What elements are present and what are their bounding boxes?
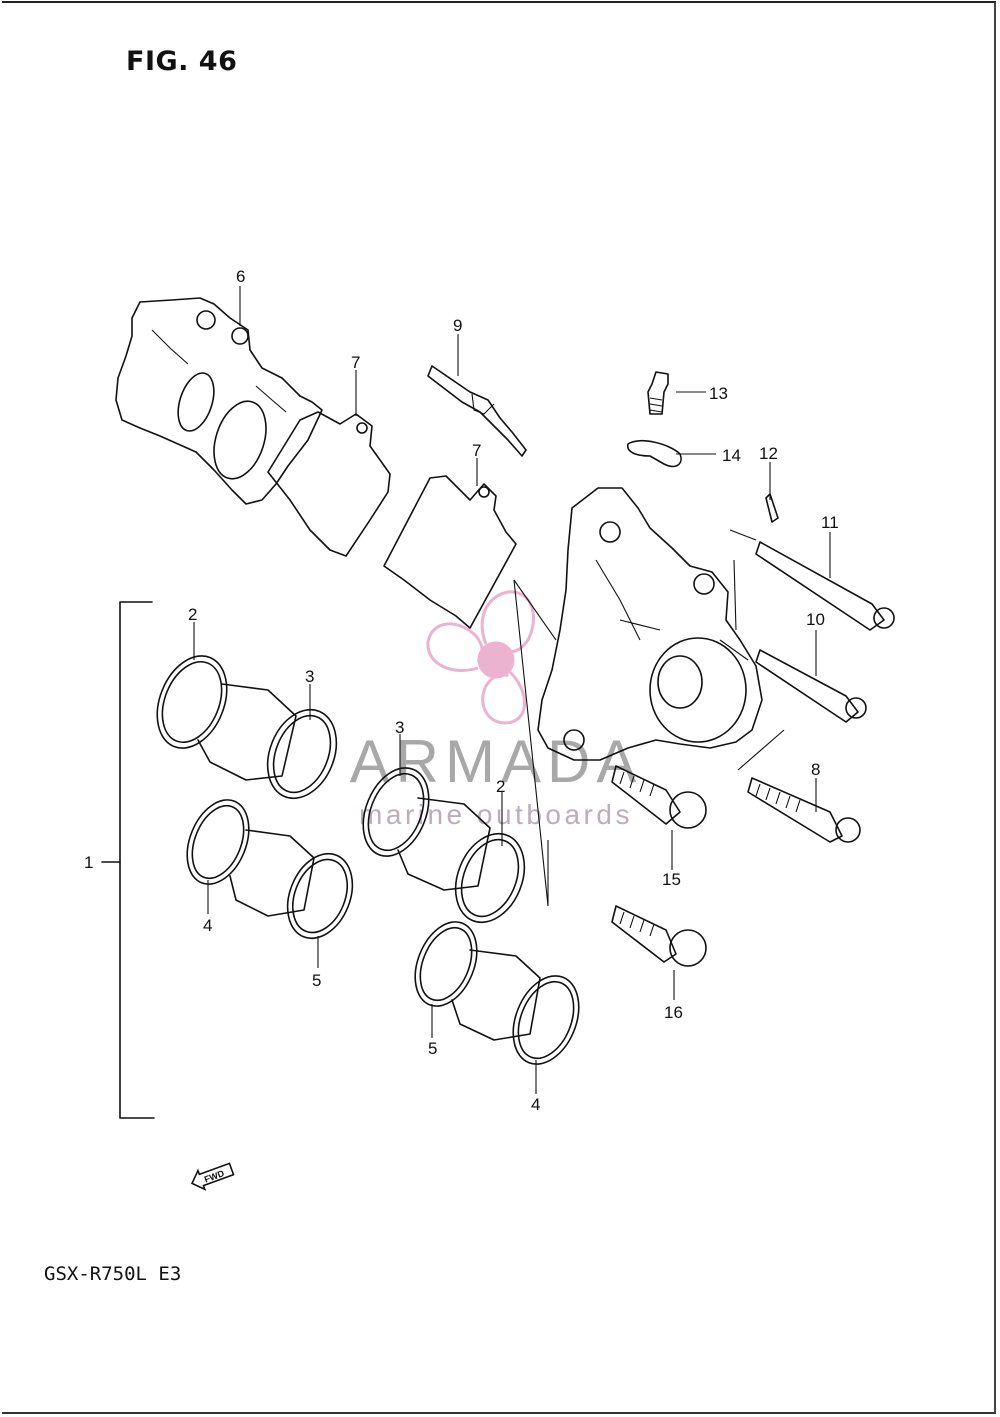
callout-16: 16 xyxy=(664,1003,683,1022)
brake-pad-left xyxy=(267,411,391,557)
watermark: ARMADA marine outboards xyxy=(350,590,643,830)
model-code: GSX-R750L E3 xyxy=(44,1263,182,1285)
caliper-outer-half xyxy=(537,487,763,761)
mounting-bolt-16 xyxy=(611,905,707,967)
callout-10: 10 xyxy=(806,610,825,629)
callout-12: 12 xyxy=(759,444,778,463)
assembly-bracket xyxy=(101,601,155,1119)
watermark-brand: ARMADA xyxy=(350,728,643,795)
piston-set-bottom xyxy=(414,921,580,1065)
callout-15: 15 xyxy=(662,870,681,889)
assembly-guide-lines xyxy=(513,529,785,907)
callout-3-left: 3 xyxy=(305,667,314,686)
callout-2-left: 2 xyxy=(188,605,197,624)
callout-5-bottom: 5 xyxy=(428,1039,437,1058)
figure-title: FIG. 46 xyxy=(126,46,238,77)
callout-13: 13 xyxy=(709,384,728,403)
pad-pin-short xyxy=(755,649,867,723)
callout-6: 6 xyxy=(236,267,245,286)
bleeder-cap xyxy=(626,439,682,468)
fwd-arrow-icon xyxy=(190,1162,235,1191)
piston-set-center xyxy=(362,767,526,924)
pad-spring xyxy=(427,365,527,457)
callout-4-bottom: 4 xyxy=(531,1095,540,1114)
caliper-bolt-8 xyxy=(747,777,861,843)
bleeder-valve xyxy=(647,371,669,415)
cotter-pin xyxy=(765,493,779,523)
callout-7-left: 7 xyxy=(351,353,360,372)
callout-2-center: 2 xyxy=(496,777,505,796)
brake-pad-right xyxy=(383,475,517,629)
callout-7-right: 7 xyxy=(472,441,481,460)
callout-4-left: 4 xyxy=(203,916,212,935)
callout-1: 1 xyxy=(84,853,93,872)
callout-9: 9 xyxy=(453,316,462,335)
callout-5-left: 5 xyxy=(312,971,321,990)
pad-pin-long xyxy=(755,541,895,631)
piston-set-left-top xyxy=(156,655,338,800)
callout-11: 11 xyxy=(821,513,839,532)
fwd-arrow: FWD xyxy=(190,1162,235,1191)
callout-numbers: 1 2 2 3 3 4 4 5 5 6 7 7 8 9 10 11 12 13 … xyxy=(84,267,839,1114)
mounting-bolt-15 xyxy=(611,765,707,829)
callout-3-center: 3 xyxy=(395,718,404,737)
propeller-logo-icon xyxy=(426,590,535,725)
callout-14: 14 xyxy=(722,446,741,465)
leader-lines xyxy=(193,286,831,1094)
caliper-inner-half xyxy=(115,297,323,505)
piston-set-left-bottom xyxy=(186,799,354,940)
watermark-tagline: marine outboards xyxy=(359,799,633,830)
callout-8: 8 xyxy=(811,760,820,779)
